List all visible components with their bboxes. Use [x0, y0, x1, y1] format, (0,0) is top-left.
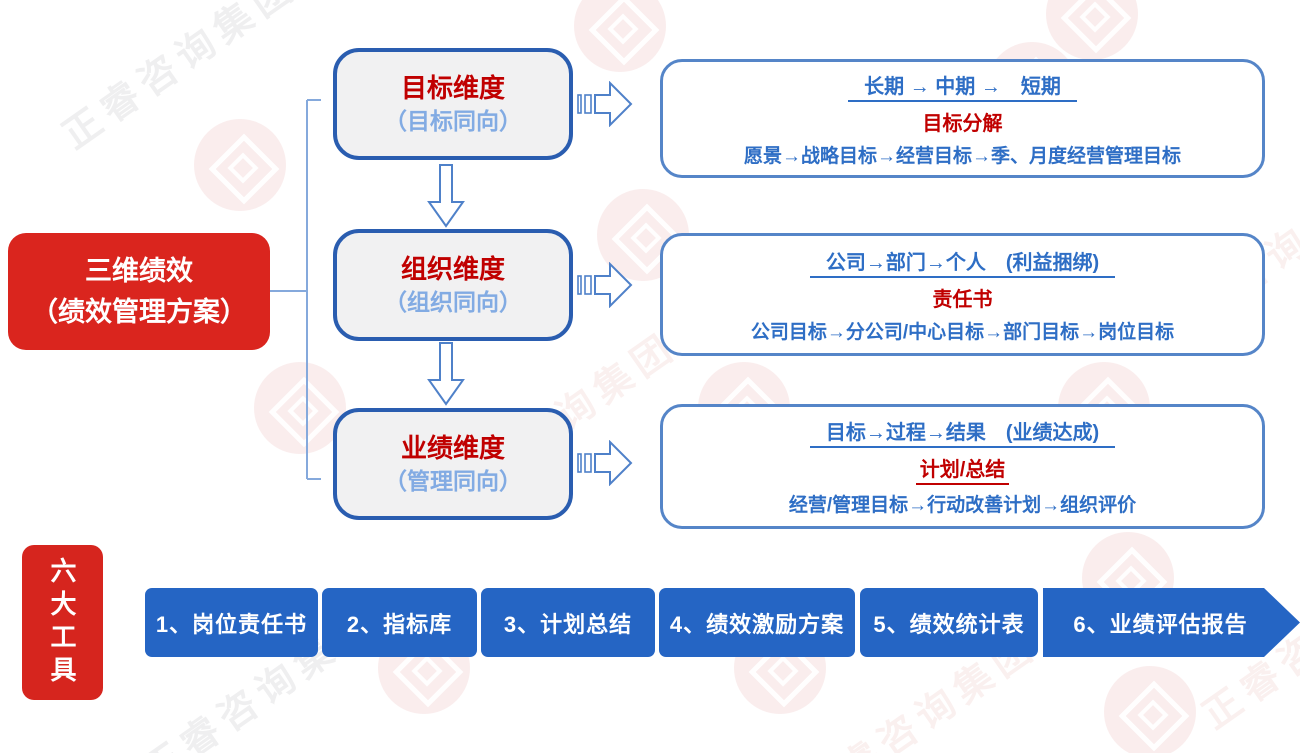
tool-segment-3: 3、计划总结	[481, 588, 655, 657]
down-arrow-icon	[427, 342, 465, 406]
dimension-title: 业绩维度	[400, 432, 505, 463]
detail-box-goal: 长期 → 中期 → 短期 目标分解 愿景→战略目标→经营目标→季、月度经营管理目…	[660, 59, 1265, 178]
main-title-line1: 三维绩效	[85, 256, 193, 286]
down-arrow-icon	[427, 164, 465, 228]
detail-box-performance: 目标→过程→结果 (业绩达成) 计划/总结 经营/管理目标→行动改善计划→组织评…	[660, 404, 1265, 529]
tool-segment-5: 5、绩效统计表	[860, 588, 1038, 657]
detail-line3: 愿景→战略目标→经营目标→季、月度经营管理目标	[743, 145, 1181, 167]
dimension-subtitle: （组织同向）	[384, 289, 522, 316]
dimension-subtitle: （管理同向）	[384, 468, 522, 495]
tool-segment-4: 4、绩效激励方案	[659, 588, 855, 657]
detail-line1: 公司→部门→个人 (利益捆绑)	[809, 246, 1116, 278]
main-title-line2: （绩效管理方案）	[31, 296, 247, 327]
detail-line2: 责任书	[932, 288, 993, 311]
detail-line2: 目标分解	[922, 112, 1003, 135]
tool-segment-6: 6、业绩评估报告	[1043, 588, 1300, 657]
striped-right-arrow-icon	[577, 81, 633, 127]
dimension-title: 目标维度	[400, 72, 505, 103]
six-tools-label: 六大工具	[22, 545, 103, 700]
dimension-box-goal: 目标维度 （目标同向）	[333, 48, 573, 160]
striped-right-arrow-icon	[577, 440, 633, 486]
detail-line1: 长期 → 中期 → 短期	[848, 70, 1077, 102]
detail-line2: 计划/总结	[915, 453, 1010, 485]
dimension-title: 组织维度	[400, 253, 505, 284]
dimension-box-performance: 业绩维度 （管理同向）	[333, 408, 573, 520]
detail-line3: 公司目标→分公司/中心目标→部门目标→岗位目标	[750, 321, 1175, 343]
dimension-subtitle: （目标同向）	[384, 108, 522, 135]
tool-segment-1: 1、岗位责任书	[145, 588, 318, 657]
main-title-box: 三维绩效 （绩效管理方案）	[8, 233, 270, 350]
striped-right-arrow-icon	[577, 262, 633, 308]
detail-line3: 经营/管理目标→行动改善计划→组织评价	[788, 495, 1137, 516]
detail-line1: 目标→过程→结果 (业绩达成)	[809, 416, 1116, 448]
detail-box-organization: 公司→部门→个人 (利益捆绑) 责任书 公司目标→分公司/中心目标→部门目标→岗…	[660, 233, 1265, 356]
dimension-box-organization: 组织维度 （组织同向）	[333, 229, 573, 341]
tool-segment-2: 2、指标库	[322, 588, 477, 657]
